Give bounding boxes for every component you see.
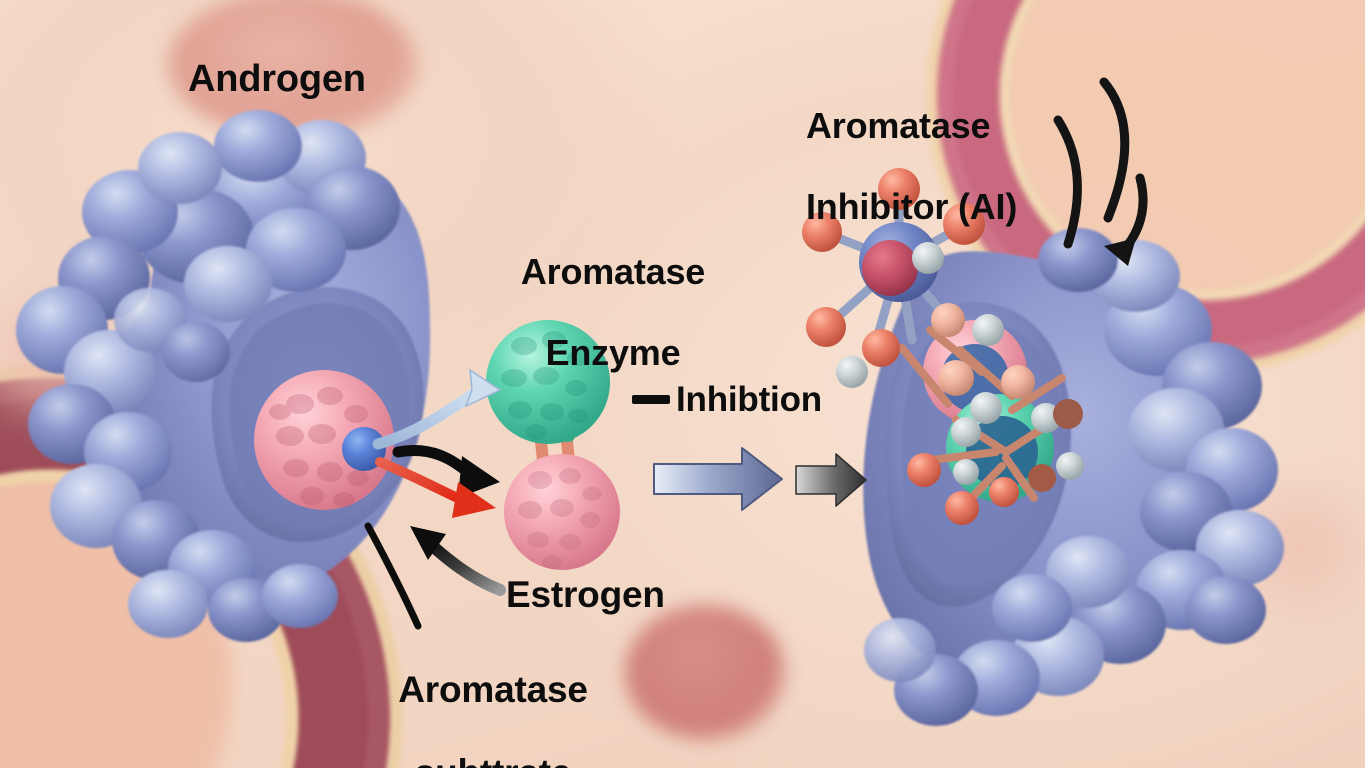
aromatase-enzyme-sphere: [486, 320, 610, 444]
label-aromatase-enzyme-line1: Aromatase: [520, 251, 706, 293]
label-aromatase-substrate-line1: Aromatase: [398, 669, 588, 711]
estrogen-sphere: [504, 454, 620, 570]
label-aromatase-inhibitor-line2: Inhibitor (AI): [806, 185, 1018, 227]
label-aromatase-inhibitor: Aromatase Inhibitor (AI): [806, 66, 1076, 268]
label-aromatase-enzyme-line2: Enzyme: [545, 331, 681, 373]
molecule-bonds-lower: [898, 326, 1066, 512]
label-aromatase-inhibitor-line1: Aromatase: [806, 105, 991, 147]
red-blood-cell: [168, 0, 418, 140]
label-aromatase-enzyme: Aromatase Enzyme: [508, 212, 718, 414]
red-blood-cell: [625, 605, 785, 740]
label-inhibition: Inhibtion: [676, 380, 822, 419]
label-estrogen: Estrogen: [506, 574, 665, 615]
binding-red-arrow: [375, 457, 496, 518]
transition-arrow-large[interactable]: [653, 447, 783, 511]
binding-black-arrow: [392, 444, 500, 498]
inhibitor-motion-arrow: [1104, 173, 1148, 266]
transition-arrow-small[interactable]: [795, 453, 867, 507]
inhibition-dash: [632, 395, 670, 404]
androgen-to-enzyme-arrow: [372, 368, 502, 450]
substrate-pointer-line: [364, 522, 422, 630]
estrogen-pointer-arrow: [410, 526, 506, 596]
label-aromatase-substrate: Aromatase subttrate: [382, 628, 604, 768]
label-aromatase-substrate-line2: subttrate: [382, 752, 604, 768]
inhibitor-motion-strokes: [1053, 77, 1130, 249]
label-androgen: Androgen: [188, 58, 366, 100]
